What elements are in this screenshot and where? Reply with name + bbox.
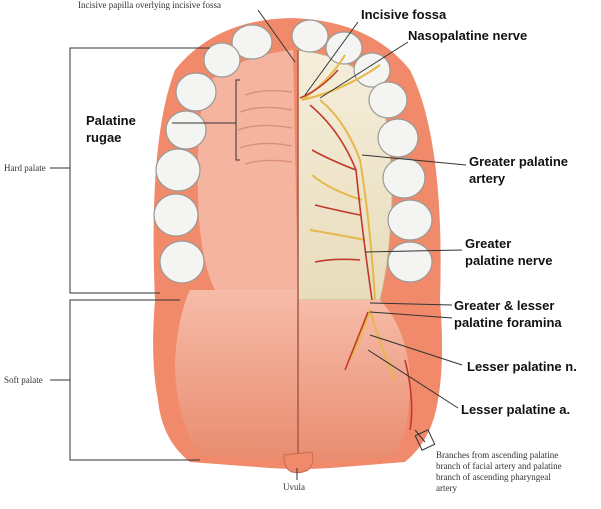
brackets <box>50 47 240 461</box>
label-incisive-papilla: Incisive papilla overlying incisive foss… <box>78 0 221 10</box>
label-soft-palate: Soft palate <box>4 375 43 385</box>
hard-palate-mucosa <box>197 50 298 290</box>
soft-palate-right <box>298 300 410 462</box>
arteries <box>299 69 413 431</box>
label-lesser-palatine-a: Lesser palatine a. <box>461 402 571 417</box>
soft-palate-left <box>175 290 298 461</box>
nerves <box>301 54 396 381</box>
label-greater-palatine-nerve-2: palatine nerve <box>465 253 553 268</box>
label-branches-1: Branches from ascending palatine <box>436 450 559 460</box>
label-foramina-2: palatine foramina <box>454 315 562 330</box>
uvula <box>283 451 314 474</box>
leader-lines <box>257 9 467 480</box>
label-greater-palatine-nerve-1: Greater <box>465 236 512 251</box>
label-branches-2: branch of facial artery and palatine <box>436 461 562 471</box>
label-palatine-rugae-2: rugae <box>86 130 122 145</box>
label-greater-palatine-artery-1: Greater palatine <box>469 154 568 169</box>
label-lesser-palatine-n: Lesser palatine n. <box>467 359 577 374</box>
label-foramina-1: Greater & lesser <box>454 298 555 313</box>
label-incisive-fossa: Incisive fossa <box>361 7 447 22</box>
label-branches-4: artery <box>436 483 457 493</box>
label-greater-palatine-artery-2: artery <box>469 171 506 186</box>
label-uvula: Uvula <box>283 482 305 492</box>
label-hard-palate: Hard palate <box>4 163 46 173</box>
label-branches-3: branch of ascending pharyngeal <box>436 472 551 482</box>
palatine-rugae <box>237 89 293 165</box>
label-nasopalatine-nerve: Nasopalatine nerve <box>408 28 528 43</box>
teeth-left <box>153 24 273 284</box>
teeth-right <box>291 19 433 283</box>
label-palatine-rugae-1: Palatine <box>86 113 136 128</box>
